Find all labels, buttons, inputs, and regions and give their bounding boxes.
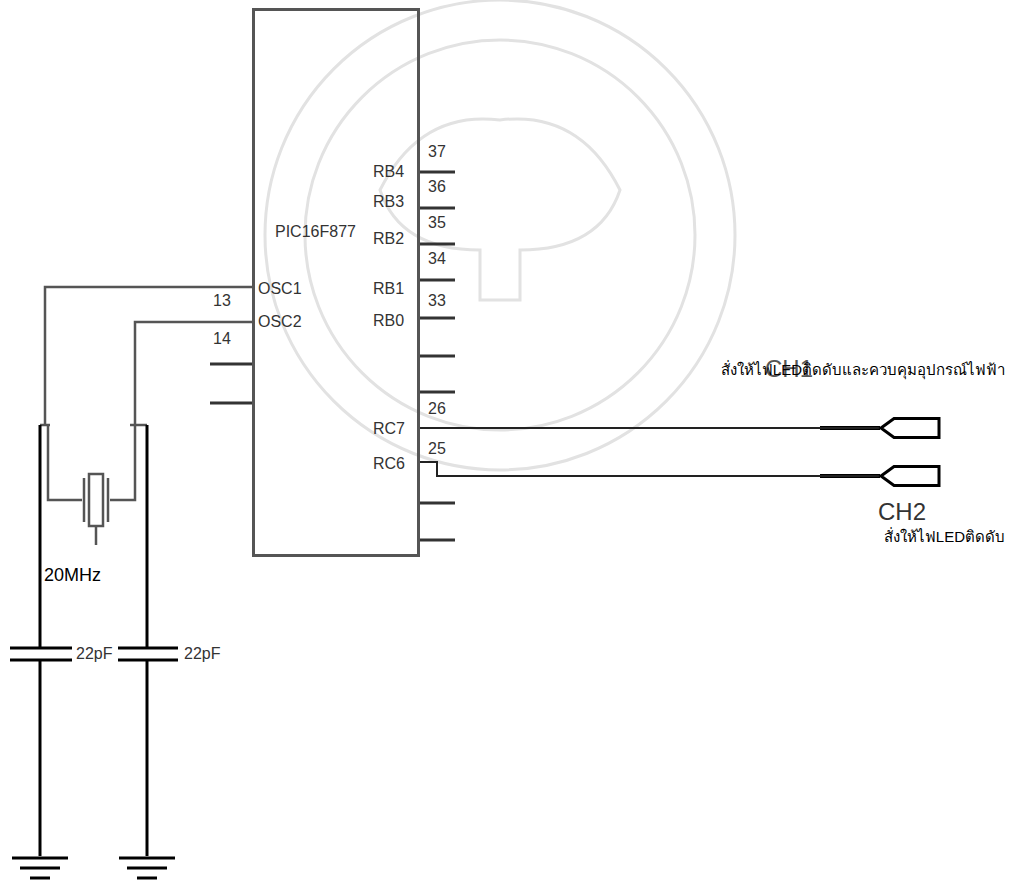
connector-ch2: CH2สั่งให้ไฟLEDติดดับ [880, 465, 940, 487]
capacitor-value: 22pF [76, 645, 112, 663]
chip-name: PIC16F877 [275, 223, 356, 241]
pin-name: OSC1 [258, 280, 302, 298]
watermark-seal [265, 0, 735, 470]
pin-name: RB0 [373, 312, 404, 330]
pin-name: RB4 [373, 163, 404, 181]
connector-leads [820, 428, 880, 476]
signal-wire [420, 462, 880, 476]
pin-number: 26 [428, 400, 446, 418]
pin-name: RC6 [373, 455, 405, 473]
pin-number: 35 [428, 214, 446, 232]
pin-name: RB1 [373, 280, 404, 298]
pin-number: 13 [213, 292, 231, 310]
pin-name: RB2 [373, 230, 404, 248]
channel-name: CH2 [878, 498, 926, 526]
signal-wire [420, 427, 880, 429]
pin-number: 34 [428, 250, 446, 268]
pin-name: RC7 [373, 420, 405, 438]
connector-outline [880, 417, 940, 439]
connector-ch1: CH1สั่งให้ไฟLEDติดดับและควบคุมอุปกรณ์ไฟฟ… [880, 417, 940, 439]
pin-name: OSC2 [258, 313, 302, 331]
capacitor-ground [10, 425, 178, 878]
pin-number: 25 [428, 440, 446, 458]
crystal-value: 20MHz [44, 565, 101, 586]
connector-outline [880, 465, 940, 487]
pin-number: 33 [428, 292, 446, 310]
pin-name: RB3 [373, 193, 404, 211]
pin-number: 14 [213, 330, 231, 348]
pin-number: 36 [428, 178, 446, 196]
channel-note: สั่งให้ไฟLEDติดดับ [884, 528, 1005, 545]
capacitor-value: 22pF [184, 645, 220, 663]
channel-note: สั่งให้ไฟLEDติดดับและควบคุมอุปกรณ์ไฟฟ้า [721, 361, 1005, 378]
pin-number: 37 [428, 143, 446, 161]
